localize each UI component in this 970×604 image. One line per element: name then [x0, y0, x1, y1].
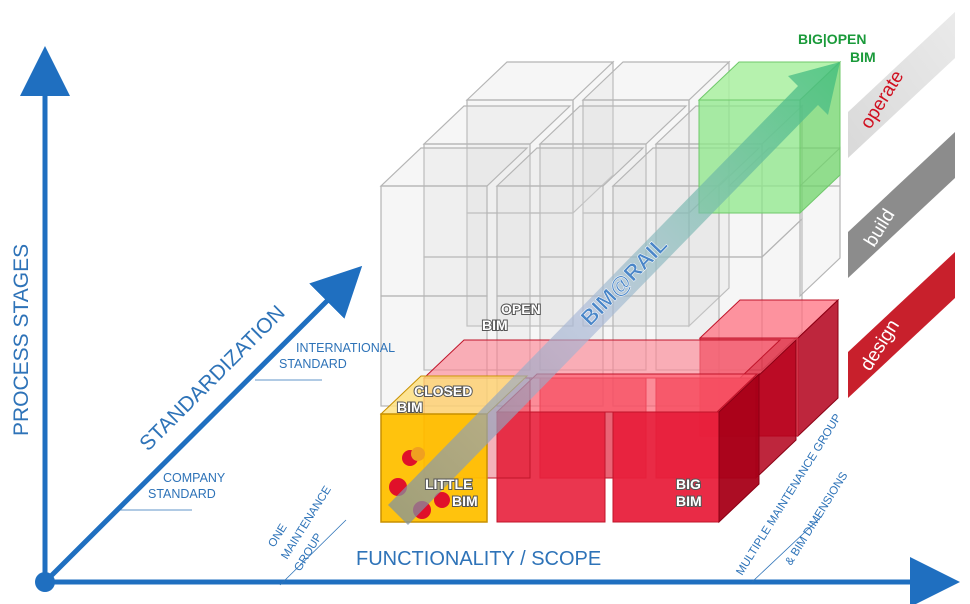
closed-bim-label-2: BIM [397, 399, 423, 415]
little-bim-label-2: BIM [452, 493, 478, 509]
red-cubes [422, 298, 840, 524]
process-stages-axis-title: PROCESS STAGES [10, 244, 33, 436]
red-dot [411, 447, 425, 461]
design-tab [848, 252, 955, 398]
big-open-bim-label: BIG|OPEN BIM [798, 31, 876, 65]
origin-dot [35, 572, 55, 592]
standardization-levels: INTERNATIONAL STANDARD COMPANY STANDARD [120, 341, 395, 511]
big-bim-label-2: BIM [676, 493, 702, 509]
company-standard-line-1: COMPANY [163, 471, 226, 485]
big-open-label-2: BIM [850, 49, 876, 65]
big-bim-label-1: BIG [676, 476, 701, 492]
red-dot [434, 492, 450, 508]
little-bim-label-1: LITTLE [425, 476, 472, 492]
standardization-axis-title: STANDARDIZATION [135, 301, 289, 455]
company-standard-line-2: STANDARD [148, 487, 216, 501]
big-open-label-1: BIG|OPEN [798, 31, 866, 47]
open-bim-label-2: BIM [482, 317, 508, 333]
international-standard-line-1: INTERNATIONAL [296, 341, 395, 355]
axes [19, 46, 960, 604]
functionality-axis-title: FUNCTIONALITY / SCOPE [356, 548, 601, 570]
cube-labels: LITTLE BIM BIG BIM CLOSED BIM OPEN BIM [396, 300, 703, 510]
stage-tabs: operate build design [848, 12, 955, 398]
open-bim-label-1: OPEN [501, 301, 541, 317]
international-standard-line-2: STANDARD [279, 357, 347, 371]
diagonal-axis [43, 265, 363, 584]
closed-bim-label-1: CLOSED [414, 383, 472, 399]
build-tab [848, 132, 955, 278]
